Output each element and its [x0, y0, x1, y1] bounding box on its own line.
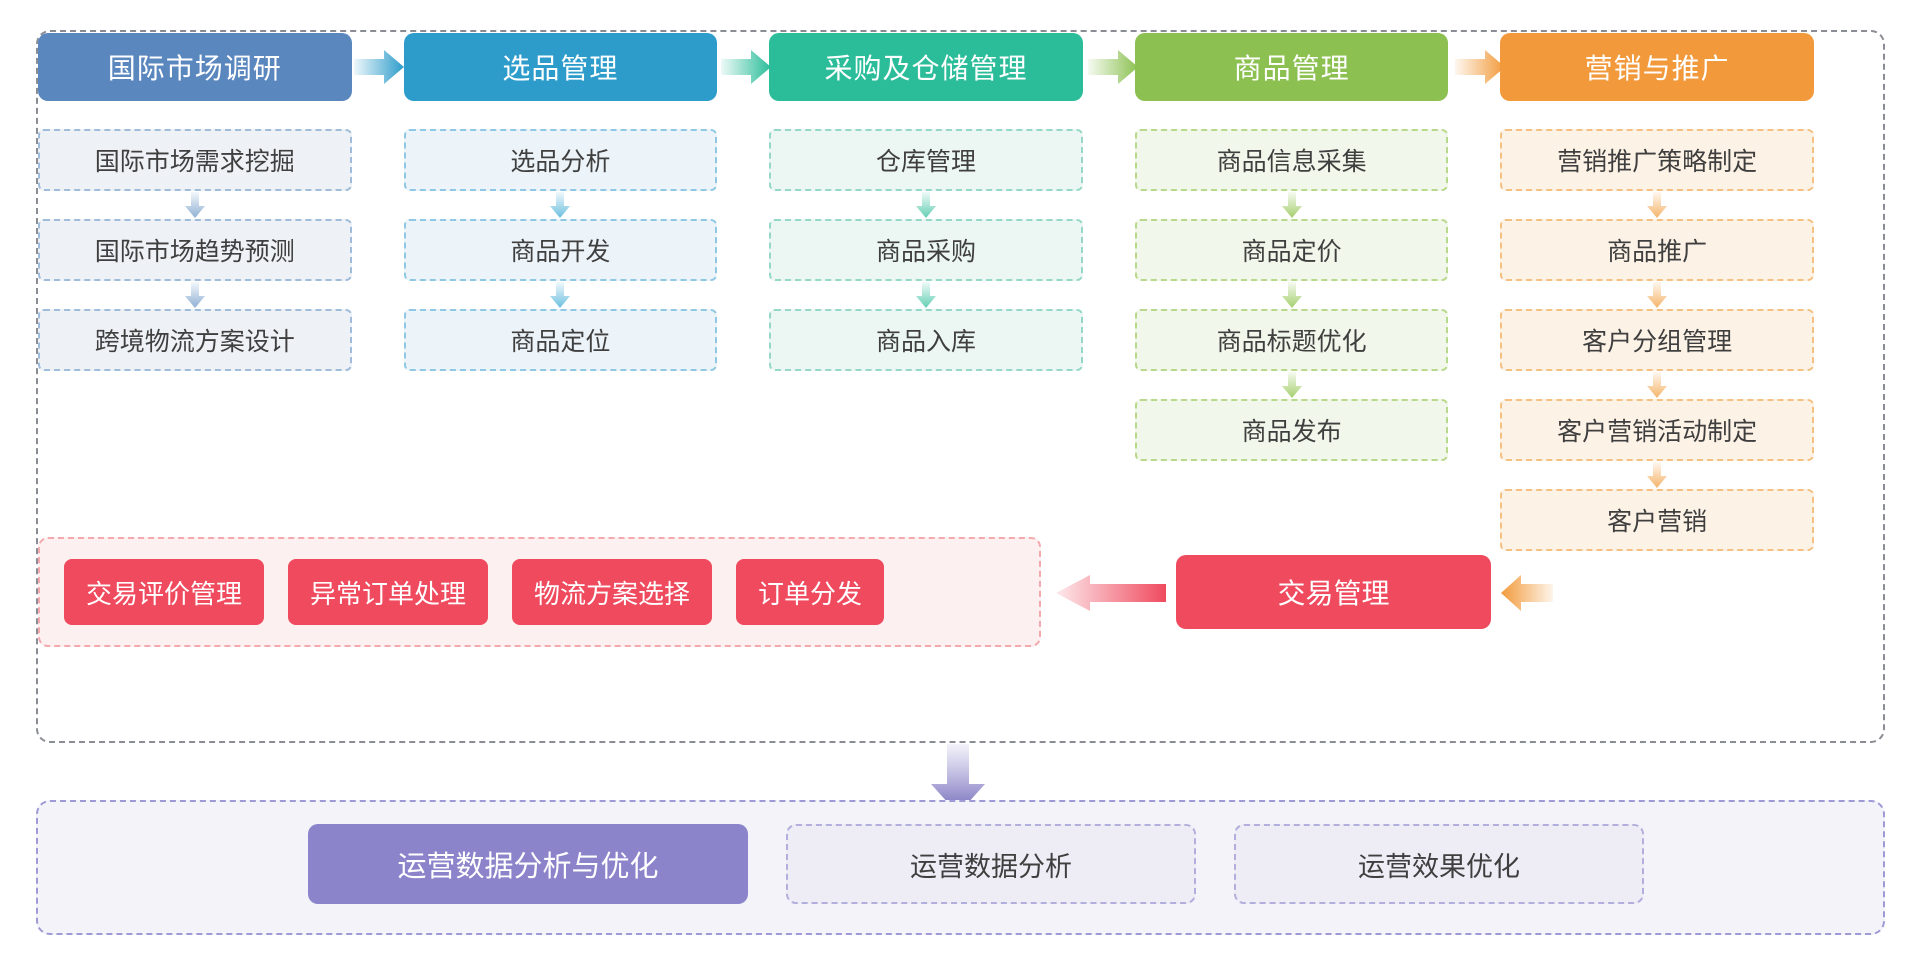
step-down-arrow: [769, 281, 1083, 309]
sub-step-label: 选品分析: [510, 148, 611, 176]
column-header-label: 选品管理: [502, 53, 619, 84]
step-down-arrow: [38, 281, 352, 309]
column-connector-arrow-4: [1454, 33, 1506, 101]
transaction-to-chips-arrow: [1056, 575, 1166, 611]
sub-step-box[interactable]: 商品推广: [1500, 219, 1814, 281]
sub-step-box[interactable]: 客户分组管理: [1500, 309, 1814, 371]
sub-step-label: 仓库管理: [875, 148, 976, 176]
sub-step-label: 客户营销活动制定: [1557, 418, 1758, 446]
column-header-label: 营销与推广: [1584, 53, 1730, 84]
step-down-arrow: [1135, 281, 1449, 309]
sub-step-label: 商品定价: [1241, 238, 1342, 266]
step-down-arrow: [1500, 371, 1814, 399]
process-columns: 国际市场调研国际市场需求挖掘国际市场趋势预测跨境物流方案设计选品管理选品分析商品…: [38, 33, 1814, 551]
column-header-label: 采购及仓储管理: [824, 53, 1028, 84]
sub-step-box[interactable]: 商品采购: [769, 219, 1083, 281]
step-down-arrow: [404, 281, 718, 309]
sub-step-box[interactable]: 商品定价: [1134, 219, 1449, 281]
column-header-3[interactable]: 采购及仓储管理: [769, 33, 1083, 101]
sub-step-label: 商品采购: [875, 238, 976, 266]
transaction-main-label: 交易管理: [1277, 578, 1390, 609]
sub-step-box[interactable]: 客户营销活动制定: [1500, 399, 1814, 461]
marketing-to-transaction-arrow: [1501, 575, 1553, 611]
sub-step-label: 国际市场趋势预测: [94, 238, 295, 266]
step-down-arrow: [1500, 461, 1814, 489]
transaction-chip[interactable]: 异常订单处理: [288, 559, 489, 625]
column-connector-arrow-2: [720, 33, 772, 101]
sub-step-box[interactable]: 国际市场需求挖掘: [38, 129, 352, 191]
sub-step-box[interactable]: 国际市场趋势预测: [38, 219, 352, 281]
sub-step-box[interactable]: 商品信息采集: [1134, 129, 1449, 191]
sub-step-label: 客户营销: [1607, 508, 1708, 536]
step-down-arrow: [404, 191, 718, 219]
sub-step-label: 商品发布: [1241, 418, 1342, 446]
operations-sub-label: 运营效果优化: [1358, 851, 1520, 882]
sub-step-box[interactable]: 商品发布: [1134, 399, 1449, 461]
sub-step-label: 客户分组管理: [1582, 328, 1733, 356]
sub-step-label: 商品信息采集: [1216, 148, 1367, 176]
column-header-label: 商品管理: [1233, 53, 1350, 84]
panel-to-operations-arrow: [923, 744, 993, 814]
process-column-2: 选品管理选品分析商品开发商品定位: [403, 33, 718, 551]
process-column-1: 国际市场调研国际市场需求挖掘国际市场趋势预测跨境物流方案设计: [38, 33, 352, 551]
column-sub-list-4: 商品信息采集商品定价商品标题优化商品发布: [1134, 129, 1449, 461]
sub-step-box[interactable]: 选品分析: [403, 129, 718, 191]
process-column-5: 营销与推广营销推广策略制定商品推广客户分组管理客户营销活动制定客户营销: [1500, 33, 1814, 551]
transaction-chip-group: 交易评价管理 异常订单处理 物流方案选择 订单分发: [38, 537, 1041, 647]
transaction-chip[interactable]: 物流方案选择: [512, 559, 713, 625]
sub-step-label: 商品开发: [510, 238, 611, 266]
operations-sub-box[interactable]: 运营效果优化: [1234, 824, 1644, 904]
sub-step-label: 商品定位: [510, 328, 611, 356]
sub-step-box[interactable]: 跨境物流方案设计: [38, 309, 352, 371]
column-sub-list-3: 仓库管理商品采购商品入库: [769, 129, 1083, 371]
process-column-3: 采购及仓储管理仓库管理商品采购商品入库: [769, 33, 1083, 551]
column-sub-list-2: 选品分析商品开发商品定位: [403, 129, 718, 371]
transaction-chip-label: 物流方案选择: [534, 578, 691, 609]
transaction-main-box[interactable]: 交易管理: [1176, 555, 1491, 629]
operations-sub-label: 运营数据分析: [910, 851, 1072, 882]
step-down-arrow: [38, 191, 352, 219]
step-down-arrow: [769, 191, 1083, 219]
column-sub-list-5: 营销推广策略制定商品推广客户分组管理客户营销活动制定客户营销: [1500, 129, 1814, 551]
sub-step-box[interactable]: 营销推广策略制定: [1500, 129, 1814, 191]
column-header-4[interactable]: 商品管理: [1134, 33, 1449, 101]
column-header-1[interactable]: 国际市场调研: [38, 33, 352, 101]
sub-step-label: 营销推广策略制定: [1557, 148, 1758, 176]
transaction-chip-label: 交易评价管理: [86, 578, 243, 609]
step-down-arrow: [1500, 281, 1814, 309]
transaction-chip[interactable]: 交易评价管理: [64, 559, 265, 625]
operations-panel: 运营数据分析与优化 运营数据分析 运营效果优化: [36, 800, 1885, 935]
sub-step-box[interactable]: 商品标题优化: [1134, 309, 1449, 371]
step-down-arrow: [1135, 191, 1449, 219]
sub-step-box[interactable]: 仓库管理: [769, 129, 1083, 191]
column-header-label: 国际市场调研: [107, 53, 282, 84]
column-header-2[interactable]: 选品管理: [403, 33, 718, 101]
column-connector-arrow-1: [353, 33, 405, 101]
operations-primary-label: 运营数据分析与优化: [397, 851, 659, 883]
transaction-chip[interactable]: 订单分发: [736, 559, 885, 625]
process-column-4: 商品管理商品信息采集商品定价商品标题优化商品发布: [1134, 33, 1449, 551]
sub-step-label: 国际市场需求挖掘: [94, 148, 295, 176]
sub-step-label: 商品推广: [1607, 238, 1708, 266]
operations-items: 运营数据分析与优化 运营数据分析 运营效果优化: [308, 824, 1644, 904]
sub-step-box[interactable]: 客户营销: [1500, 489, 1814, 551]
sub-step-label: 商品入库: [875, 328, 976, 356]
column-connector-arrow-3: [1087, 33, 1139, 101]
column-sub-list-1: 国际市场需求挖掘国际市场趋势预测跨境物流方案设计: [38, 129, 352, 371]
sub-step-label: 跨境物流方案设计: [94, 328, 295, 356]
step-down-arrow: [1135, 371, 1449, 399]
operations-sub-box[interactable]: 运营数据分析: [786, 824, 1196, 904]
sub-step-label: 商品标题优化: [1216, 328, 1367, 356]
column-header-5[interactable]: 营销与推广: [1500, 33, 1814, 101]
sub-step-box[interactable]: 商品定位: [403, 309, 718, 371]
operations-primary-box[interactable]: 运营数据分析与优化: [308, 824, 748, 904]
sub-step-box[interactable]: 商品开发: [403, 219, 718, 281]
step-down-arrow: [1500, 191, 1814, 219]
transaction-row: 交易评价管理 异常订单处理 物流方案选择 订单分发 交易管理: [38, 537, 1814, 647]
transaction-chip-label: 异常订单处理: [310, 578, 467, 609]
transaction-chip-label: 订单分发: [758, 578, 863, 609]
sub-step-box[interactable]: 商品入库: [769, 309, 1083, 371]
